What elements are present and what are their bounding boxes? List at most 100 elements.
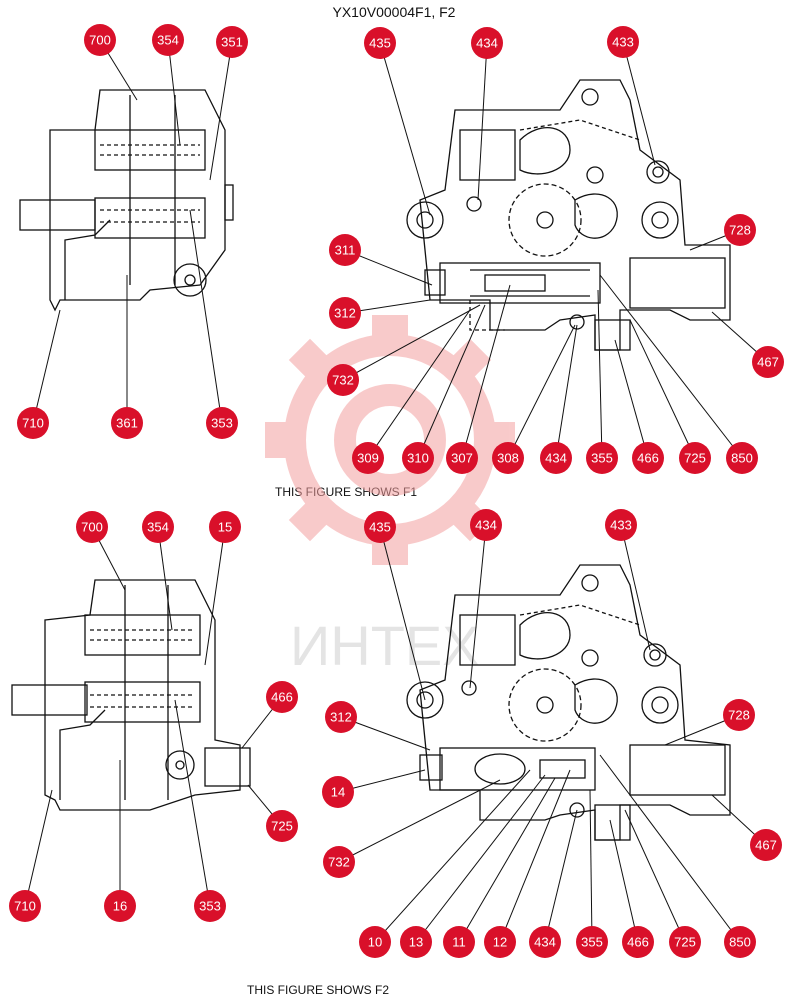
callout-label: 361 [116, 416, 138, 431]
callout-label: 434 [475, 518, 497, 533]
watermark-gear-teeth-icon [265, 315, 515, 565]
leader-line-353 [174, 699, 211, 907]
figure-title: YX10V00004F1, F2 [332, 4, 456, 20]
callout-label: 433 [610, 518, 632, 533]
callout-circle [327, 364, 359, 396]
leader-line-11 [458, 777, 556, 943]
leader-line-850 [599, 754, 741, 943]
callout-710: 710 [9, 890, 41, 922]
f2-side-view [11, 579, 251, 811]
callout-label: 355 [581, 935, 603, 950]
callout-466: 466 [266, 681, 298, 713]
callout-308: 308 [492, 442, 524, 474]
callout-circle [76, 511, 108, 543]
callout-14: 14 [322, 776, 354, 808]
callout-circle [104, 890, 136, 922]
callout-circle [726, 442, 758, 474]
callout-434: 434 [540, 442, 572, 474]
callout-circle [323, 846, 355, 878]
callout-710: 710 [17, 407, 49, 439]
callout-850: 850 [726, 442, 758, 474]
callout-circle [402, 442, 434, 474]
callout-circle [632, 442, 664, 474]
callout-label: 12 [493, 935, 507, 950]
callout-circle [266, 681, 298, 713]
callout-label: 850 [729, 935, 751, 950]
callout-16: 16 [104, 890, 136, 922]
leader-line-434 [477, 42, 488, 201]
callout-circle [752, 346, 784, 378]
leader-line-710 [32, 309, 61, 424]
callout-467: 467 [752, 346, 784, 378]
callout-circle [329, 234, 361, 266]
callout-circle [605, 509, 637, 541]
callout-850: 850 [724, 926, 756, 958]
callout-label: 435 [369, 36, 391, 51]
callout-circle [576, 926, 608, 958]
callout-circle [679, 442, 711, 474]
callout-circle [364, 511, 396, 543]
callout-725: 725 [266, 810, 298, 842]
callout-label: 351 [221, 35, 243, 50]
callout-label: 307 [451, 451, 473, 466]
callout-circle [194, 890, 226, 922]
watermark: ИНТЕХ [265, 315, 515, 677]
f1-side-view [19, 89, 234, 312]
callout-433: 433 [605, 509, 637, 541]
callout-732: 732 [327, 364, 359, 396]
leader-line-732 [342, 304, 481, 381]
leader-line-435 [379, 42, 431, 216]
callout-353: 353 [194, 890, 226, 922]
leader-line-434 [555, 324, 578, 459]
leader-line-351 [209, 41, 233, 181]
callout-circle [492, 442, 524, 474]
callout-label: 433 [612, 35, 634, 50]
callout-700: 700 [84, 24, 116, 56]
f2-front-view [406, 564, 731, 841]
callout-label: 353 [211, 416, 233, 431]
leader-line-310 [417, 304, 486, 459]
callout-label: 728 [728, 708, 750, 723]
callout-label: 700 [81, 520, 103, 535]
leader-line-466 [614, 339, 649, 459]
leader-line-354 [157, 526, 173, 631]
callout-355: 355 [576, 926, 608, 958]
callout-circle [540, 442, 572, 474]
leader-line-12 [499, 769, 571, 943]
callout-circle [724, 214, 756, 246]
callout-circle [266, 810, 298, 842]
callout-label: 435 [369, 520, 391, 535]
callout-label: 710 [22, 416, 44, 431]
callout-label: 725 [674, 935, 696, 950]
leader-line-309 [367, 309, 471, 459]
callout-11: 11 [443, 926, 475, 958]
callout-circle [329, 297, 361, 329]
callout-728: 728 [723, 699, 755, 731]
callout-435: 435 [364, 27, 396, 59]
caption-f2: THIS FIGURE SHOWS F2 [247, 983, 390, 997]
callout-467: 467 [750, 829, 782, 861]
leader-line-433 [620, 524, 651, 651]
leader-line-434 [544, 809, 578, 943]
leader-line-10 [374, 769, 531, 943]
callout-label: 354 [147, 520, 169, 535]
callout-circle [364, 27, 396, 59]
leader-line-466 [609, 819, 639, 943]
callout-label: 16 [113, 899, 127, 914]
callout-15: 15 [209, 511, 241, 543]
callout-label: 10 [368, 935, 382, 950]
leader-line-850 [599, 274, 743, 459]
leader-line-354 [167, 39, 181, 146]
callout-circle [9, 890, 41, 922]
leader-line-732 [338, 779, 501, 863]
callout-circle [586, 442, 618, 474]
callout-433: 433 [607, 26, 639, 58]
callout-circle [352, 442, 384, 474]
leader-line-355 [589, 789, 593, 943]
callout-label: 311 [335, 243, 356, 258]
callout-725: 725 [679, 442, 711, 474]
leader-line-307 [461, 284, 511, 459]
callout-353: 353 [206, 407, 238, 439]
